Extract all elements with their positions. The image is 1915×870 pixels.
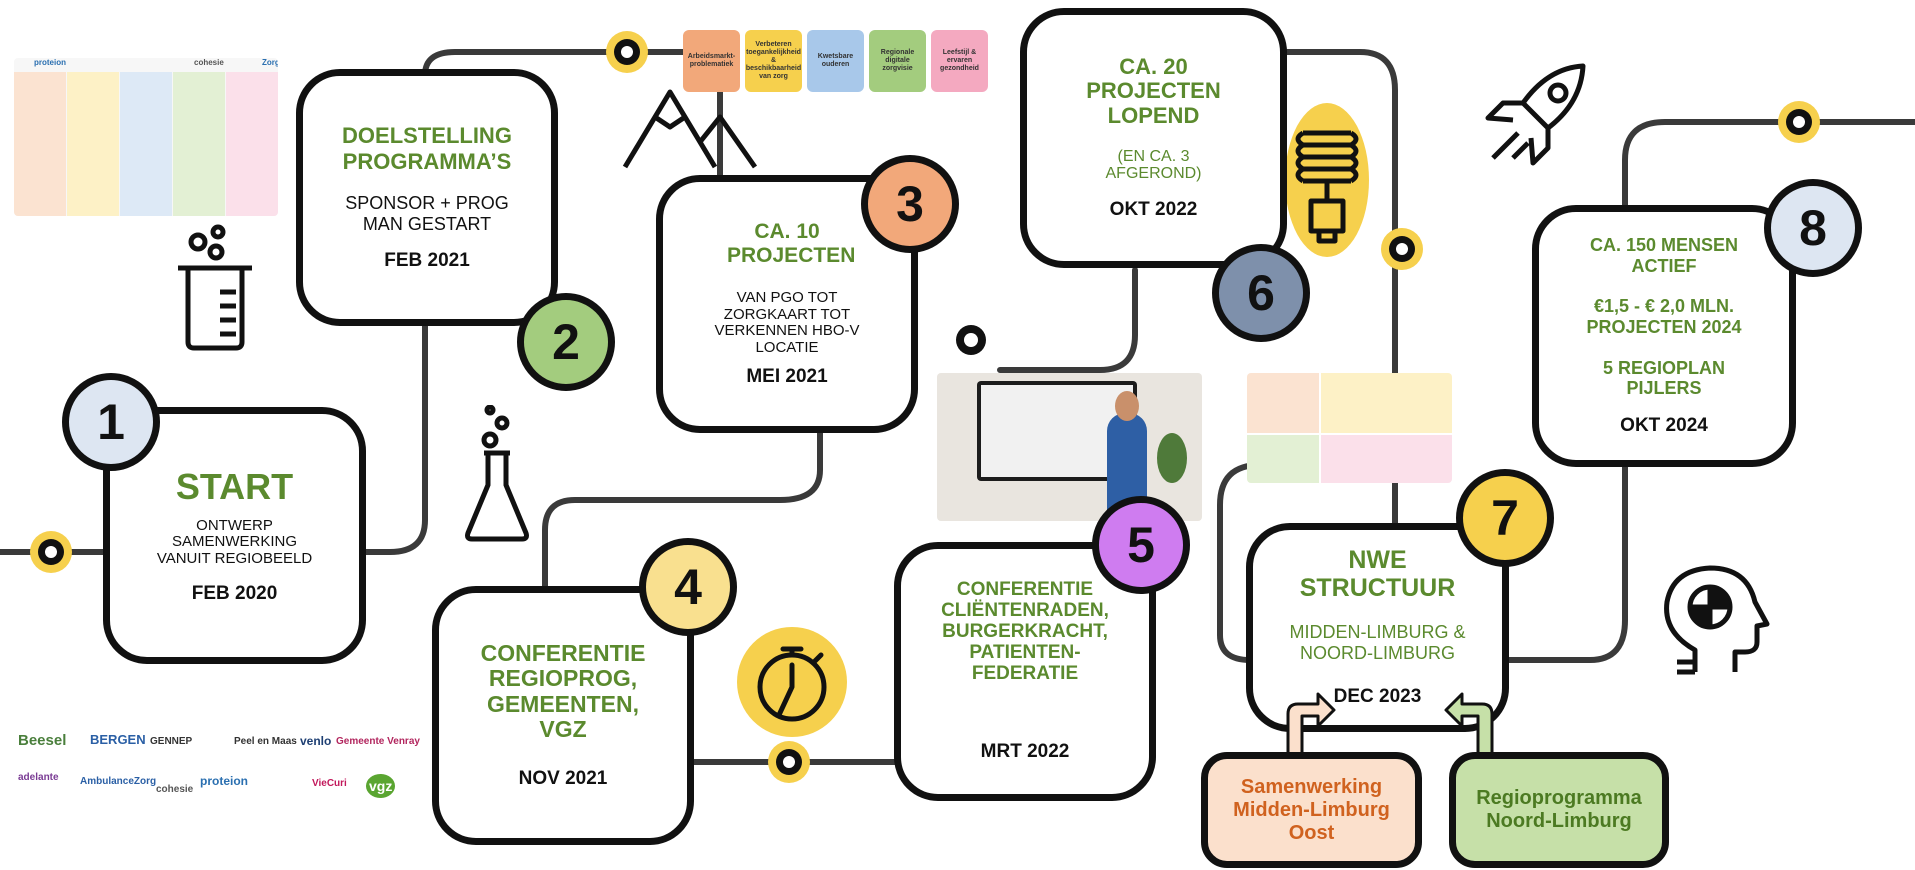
partner-logos: Beesel BERGEN GENNEP Peel en Maas venlo … [16, 728, 421, 808]
milestone-title: START [175, 465, 294, 507]
head-icon [1664, 565, 1770, 675]
pillar-label: Verbeteren toegankelijkheid & beschikbaa… [745, 30, 802, 92]
top-logo: Zorg [262, 58, 278, 67]
milestone-number-badge: 4 [639, 538, 737, 636]
milestone-date: FEB 2020 [191, 583, 278, 605]
timeline-dot [606, 31, 648, 73]
partner-logo: venlo [300, 734, 332, 748]
partner-logo: vgz [366, 774, 396, 798]
milestone-body: SPONSOR + PROG MAN GESTART [345, 192, 509, 234]
stopwatch-icon [737, 627, 847, 737]
pillar-label: Regionale digitale zorgvisie [869, 30, 926, 92]
milestone-card-7: NWE STRUCTUUR MIDDEN-LIMBURG & NOORD-LIM… [1246, 523, 1509, 732]
timeline-dot [30, 531, 72, 573]
milestone-card-4: CONFERENTIE REGIOPROG, GEMEENTEN, VGZ NO… [432, 586, 694, 845]
pillar-label: Arbeidsmarkt-problematiek [683, 30, 740, 92]
milestone-number-badge: 7 [1456, 469, 1554, 567]
source-box-label: Regioprogramma Noord-Limburg [1476, 787, 1642, 832]
timeline-dot [768, 741, 810, 783]
milestone-number-badge: 6 [1212, 244, 1310, 342]
milestone-title: CA. 10 PROJECTEN [727, 220, 856, 267]
milestone-date: NOV 2021 [518, 768, 608, 790]
partner-logo: proteion [200, 774, 248, 788]
milestone-title: CONFERENTIE REGIOPROG, GEMEENTEN, VGZ [480, 639, 646, 742]
conference-photo [937, 373, 1202, 521]
merge-arrows [1286, 692, 1494, 756]
milestone-number-badge: 8 [1764, 179, 1862, 277]
milestone-date: MRT 2022 [980, 740, 1070, 762]
milestone-number-badge: 5 [1092, 496, 1190, 594]
milestone-date: OKT 2024 [1620, 415, 1708, 437]
timeline-dot [956, 325, 986, 355]
partner-logo: BERGEN [90, 732, 146, 747]
structure-thumbnail [1247, 373, 1452, 483]
milestone-card-8: CA. 150 MENSEN ACTIEF €1,5 - € 2,0 MLN. … [1532, 205, 1796, 467]
milestone-card-2: DOELSTELLING PROGRAMMA’S SPONSOR + PROG … [296, 69, 558, 326]
source-box-noord-limburg: Regioprogramma Noord-Limburg [1449, 752, 1669, 868]
milestone-title: CONFERENTIE CLIËNTENRADEN, BURGERKRACHT,… [941, 579, 1109, 684]
partner-logo: Gemeente Venray [336, 736, 420, 747]
milestone-body: VAN PGO TOT ZORGKAART TOT VERKENNEN HBO-… [714, 289, 860, 356]
partner-logo: cohesie [156, 784, 194, 795]
milestone-body: €1,5 - € 2,0 MLN. PROJECTEN 2024 [1586, 296, 1742, 337]
milestone-title: NWE STRUCTUUR [1299, 546, 1456, 602]
top-logo: proteion [34, 58, 66, 67]
timeline-dot [1381, 228, 1423, 270]
milestone-number-badge: 3 [861, 155, 959, 253]
partner-logo: AmbulanceZorg [80, 776, 157, 787]
flask-icon [465, 405, 529, 542]
beaker-icon [178, 224, 252, 351]
pillar-label: Kwetsbare ouderen [807, 30, 864, 92]
milestone-title: CA. 20 PROJECTEN LOPEND [1086, 54, 1221, 128]
milestone-body-2: 5 REGIOPLAN PIJLERS [1602, 357, 1726, 399]
milestone-date: MEI 2021 [746, 366, 828, 387]
rocket-icon [1485, 63, 1586, 166]
milestone-date: DEC 2023 [1333, 685, 1422, 707]
pillars-overview-thumbnail: proteion cohesie Zorg [14, 58, 278, 216]
partner-logo: Peel en Maas [234, 736, 297, 747]
partner-logo: adelante [18, 772, 59, 783]
milestone-date: OKT 2022 [1109, 198, 1198, 220]
partner-logo: VieCuri [312, 778, 347, 789]
milestone-body: ONTWERP SAMENWERKING VANUIT REGIOBEELD [156, 516, 313, 567]
timeline-dot [1778, 101, 1820, 143]
source-box-midden-limburg: Samenwerking Midden-Limburg Oost [1201, 752, 1422, 868]
lightbulb-icon [1285, 103, 1369, 257]
milestone-number-badge: 1 [62, 373, 160, 471]
partner-logo: Beesel [18, 732, 67, 749]
milestone-date: FEB 2021 [384, 250, 470, 272]
milestone-number-badge: 2 [517, 293, 615, 391]
milestone-card-6: CA. 20 PROJECTEN LOPEND (EN CA. 3 AFGERO… [1020, 8, 1287, 268]
mountain-icon [622, 89, 758, 169]
partner-logo: GENNEP [150, 736, 193, 747]
milestone-body: (EN CA. 3 AFGEROND) [1105, 147, 1202, 183]
milestone-title: DOELSTELLING PROGRAMMA’S [342, 122, 512, 174]
milestone-title: CA. 150 MENSEN ACTIEF [1589, 234, 1739, 276]
source-box-label: Samenwerking Midden-Limburg Oost [1233, 775, 1390, 844]
pillar-label: Leefstijl & ervaren gezondheid [931, 30, 988, 92]
milestone-body: MIDDEN-LIMBURG & NOORD-LIMBURG [1289, 622, 1466, 663]
top-logo: cohesie [194, 58, 224, 67]
